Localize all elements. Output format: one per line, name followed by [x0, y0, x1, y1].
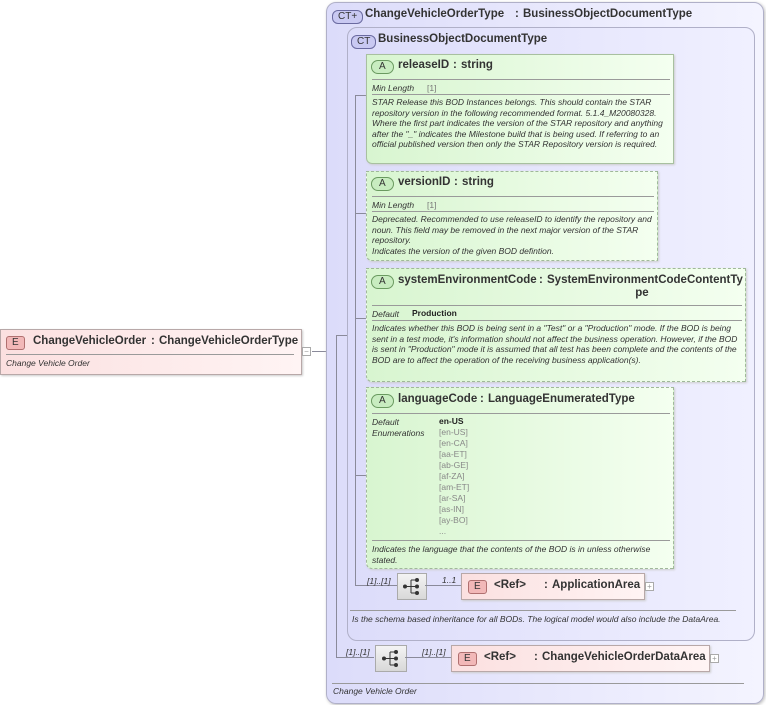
type-separator: :: [544, 579, 548, 591]
attribute-type: string: [462, 176, 494, 188]
sequence-cardinality: [1]..[1]: [346, 647, 370, 657]
facet-label: Default: [372, 309, 399, 319]
type-separator: :: [453, 59, 457, 71]
type-separator: :: [539, 274, 543, 286]
child-cardinality: [1]..[1]: [422, 647, 446, 657]
outer-type-name: ChangeVehicleOrderType: [365, 8, 505, 20]
facet-label: Min Length: [372, 200, 415, 210]
attribute-doc: Indicates the language that the contents…: [372, 544, 651, 565]
enumeration-item: [en-US]: [439, 427, 468, 437]
element-ref-changevehicleorderdataarea[interactable]: E <Ref> : ChangeVehicleOrderDataArea: [451, 645, 710, 672]
expand-toggle[interactable]: +: [710, 654, 719, 663]
type-separator: :: [480, 393, 484, 405]
facet-value: [1]: [427, 83, 437, 93]
inner-type-name: BusinessObjectDocumentType: [378, 33, 548, 45]
attribute-icon: A: [371, 177, 394, 191]
element-icon: E: [468, 580, 487, 594]
complex-type-icon: CT: [351, 35, 377, 49]
default-value: en-US: [439, 416, 464, 426]
attribute-versionid[interactable]: A versionID : string Min Length [1] Depr…: [366, 171, 658, 261]
facet-label: Min Length: [372, 83, 415, 93]
element-ref-applicationarea[interactable]: E <Ref> : ApplicationArea: [461, 573, 645, 600]
enumeration-item: [as-IN]: [439, 504, 465, 514]
ref-name: ChangeVehicleOrderDataArea: [542, 651, 706, 663]
attribute-name: languageCode: [398, 393, 478, 405]
ref-label: <Ref>: [484, 651, 516, 663]
attribute-doc: STAR Release this BOD Instances belongs.…: [372, 97, 663, 149]
ref-name: ApplicationArea: [552, 579, 641, 591]
enumerations-label: Enumerations: [372, 428, 425, 438]
outer-type-base: BusinessObjectDocumentType: [523, 8, 693, 20]
enumeration-item: [en-CA]: [439, 438, 468, 448]
root-element-doc: Change Vehicle Order: [6, 358, 90, 368]
enumeration-item: [aa-ET]: [439, 449, 467, 459]
ref-label: <Ref>: [494, 579, 526, 591]
attribute-doc: Deprecated. Recommended to use releaseID…: [372, 214, 652, 256]
attribute-type: SystemEnvironmentCodeContentTy pe: [547, 274, 743, 299]
element-icon: E: [458, 652, 477, 666]
collapse-toggle[interactable]: −: [302, 347, 311, 356]
attribute-languagecode[interactable]: A languageCode : LanguageEnumeratedType …: [366, 387, 674, 569]
default-label: Default: [372, 417, 399, 427]
root-element-box[interactable]: E ChangeVehicleOrder : ChangeVehicleOrde…: [0, 329, 302, 375]
attribute-name: releaseID: [398, 59, 450, 71]
root-element-type: ChangeVehicleOrderType: [159, 335, 299, 347]
enumeration-item: [af-ZA]: [439, 471, 465, 481]
enumeration-item: [ar-SA]: [439, 493, 466, 503]
sequence-compositor[interactable]: [397, 573, 427, 600]
root-element-name: ChangeVehicleOrder: [33, 335, 147, 347]
element-icon: E: [6, 336, 25, 350]
inner-type-doc: Is the schema based inheritance for all …: [352, 614, 721, 624]
facet-value: Production: [412, 308, 457, 318]
enumeration-item: [ay-BO]: [439, 515, 468, 525]
child-cardinality: 1..1: [442, 575, 457, 585]
sequence-cardinality: [1]..[1]: [367, 576, 391, 586]
enumeration-item: [am-ET]: [439, 482, 470, 492]
type-separator: :: [151, 335, 155, 347]
attribute-type: LanguageEnumeratedType: [488, 393, 635, 405]
enumeration-item: [ab-GE]: [439, 460, 469, 470]
type-separator: :: [454, 176, 458, 188]
facet-value: [1]: [427, 200, 437, 210]
attribute-releaseid[interactable]: A releaseID : string Min Length [1] STAR…: [366, 54, 674, 164]
complex-type-extension-icon: CT+: [332, 10, 364, 24]
enumeration-list: [en-US] [en-CA] [aa-ET] [ab-GE] [af-ZA] …: [439, 427, 469, 537]
type-separator: :: [534, 651, 538, 663]
attribute-type: string: [461, 59, 493, 71]
attribute-name: versionID: [398, 176, 451, 188]
enumeration-item: ...: [439, 526, 447, 536]
attribute-icon: A: [371, 394, 394, 408]
attribute-icon: A: [371, 275, 394, 289]
sequence-icon: [403, 578, 419, 595]
attribute-systemenvironmentcode[interactable]: A systemEnvironmentCode : SystemEnvironm…: [366, 268, 746, 382]
expand-toggle[interactable]: +: [645, 582, 654, 591]
attribute-name: systemEnvironmentCode: [398, 274, 537, 286]
attribute-icon: A: [371, 60, 394, 74]
attribute-doc: Indicates whether this BOD is being sent…: [372, 323, 738, 365]
sequence-compositor[interactable]: [375, 645, 407, 672]
outer-type-doc: Change Vehicle Order: [333, 686, 417, 696]
type-separator: :: [515, 8, 519, 20]
sequence-icon: [382, 650, 398, 667]
